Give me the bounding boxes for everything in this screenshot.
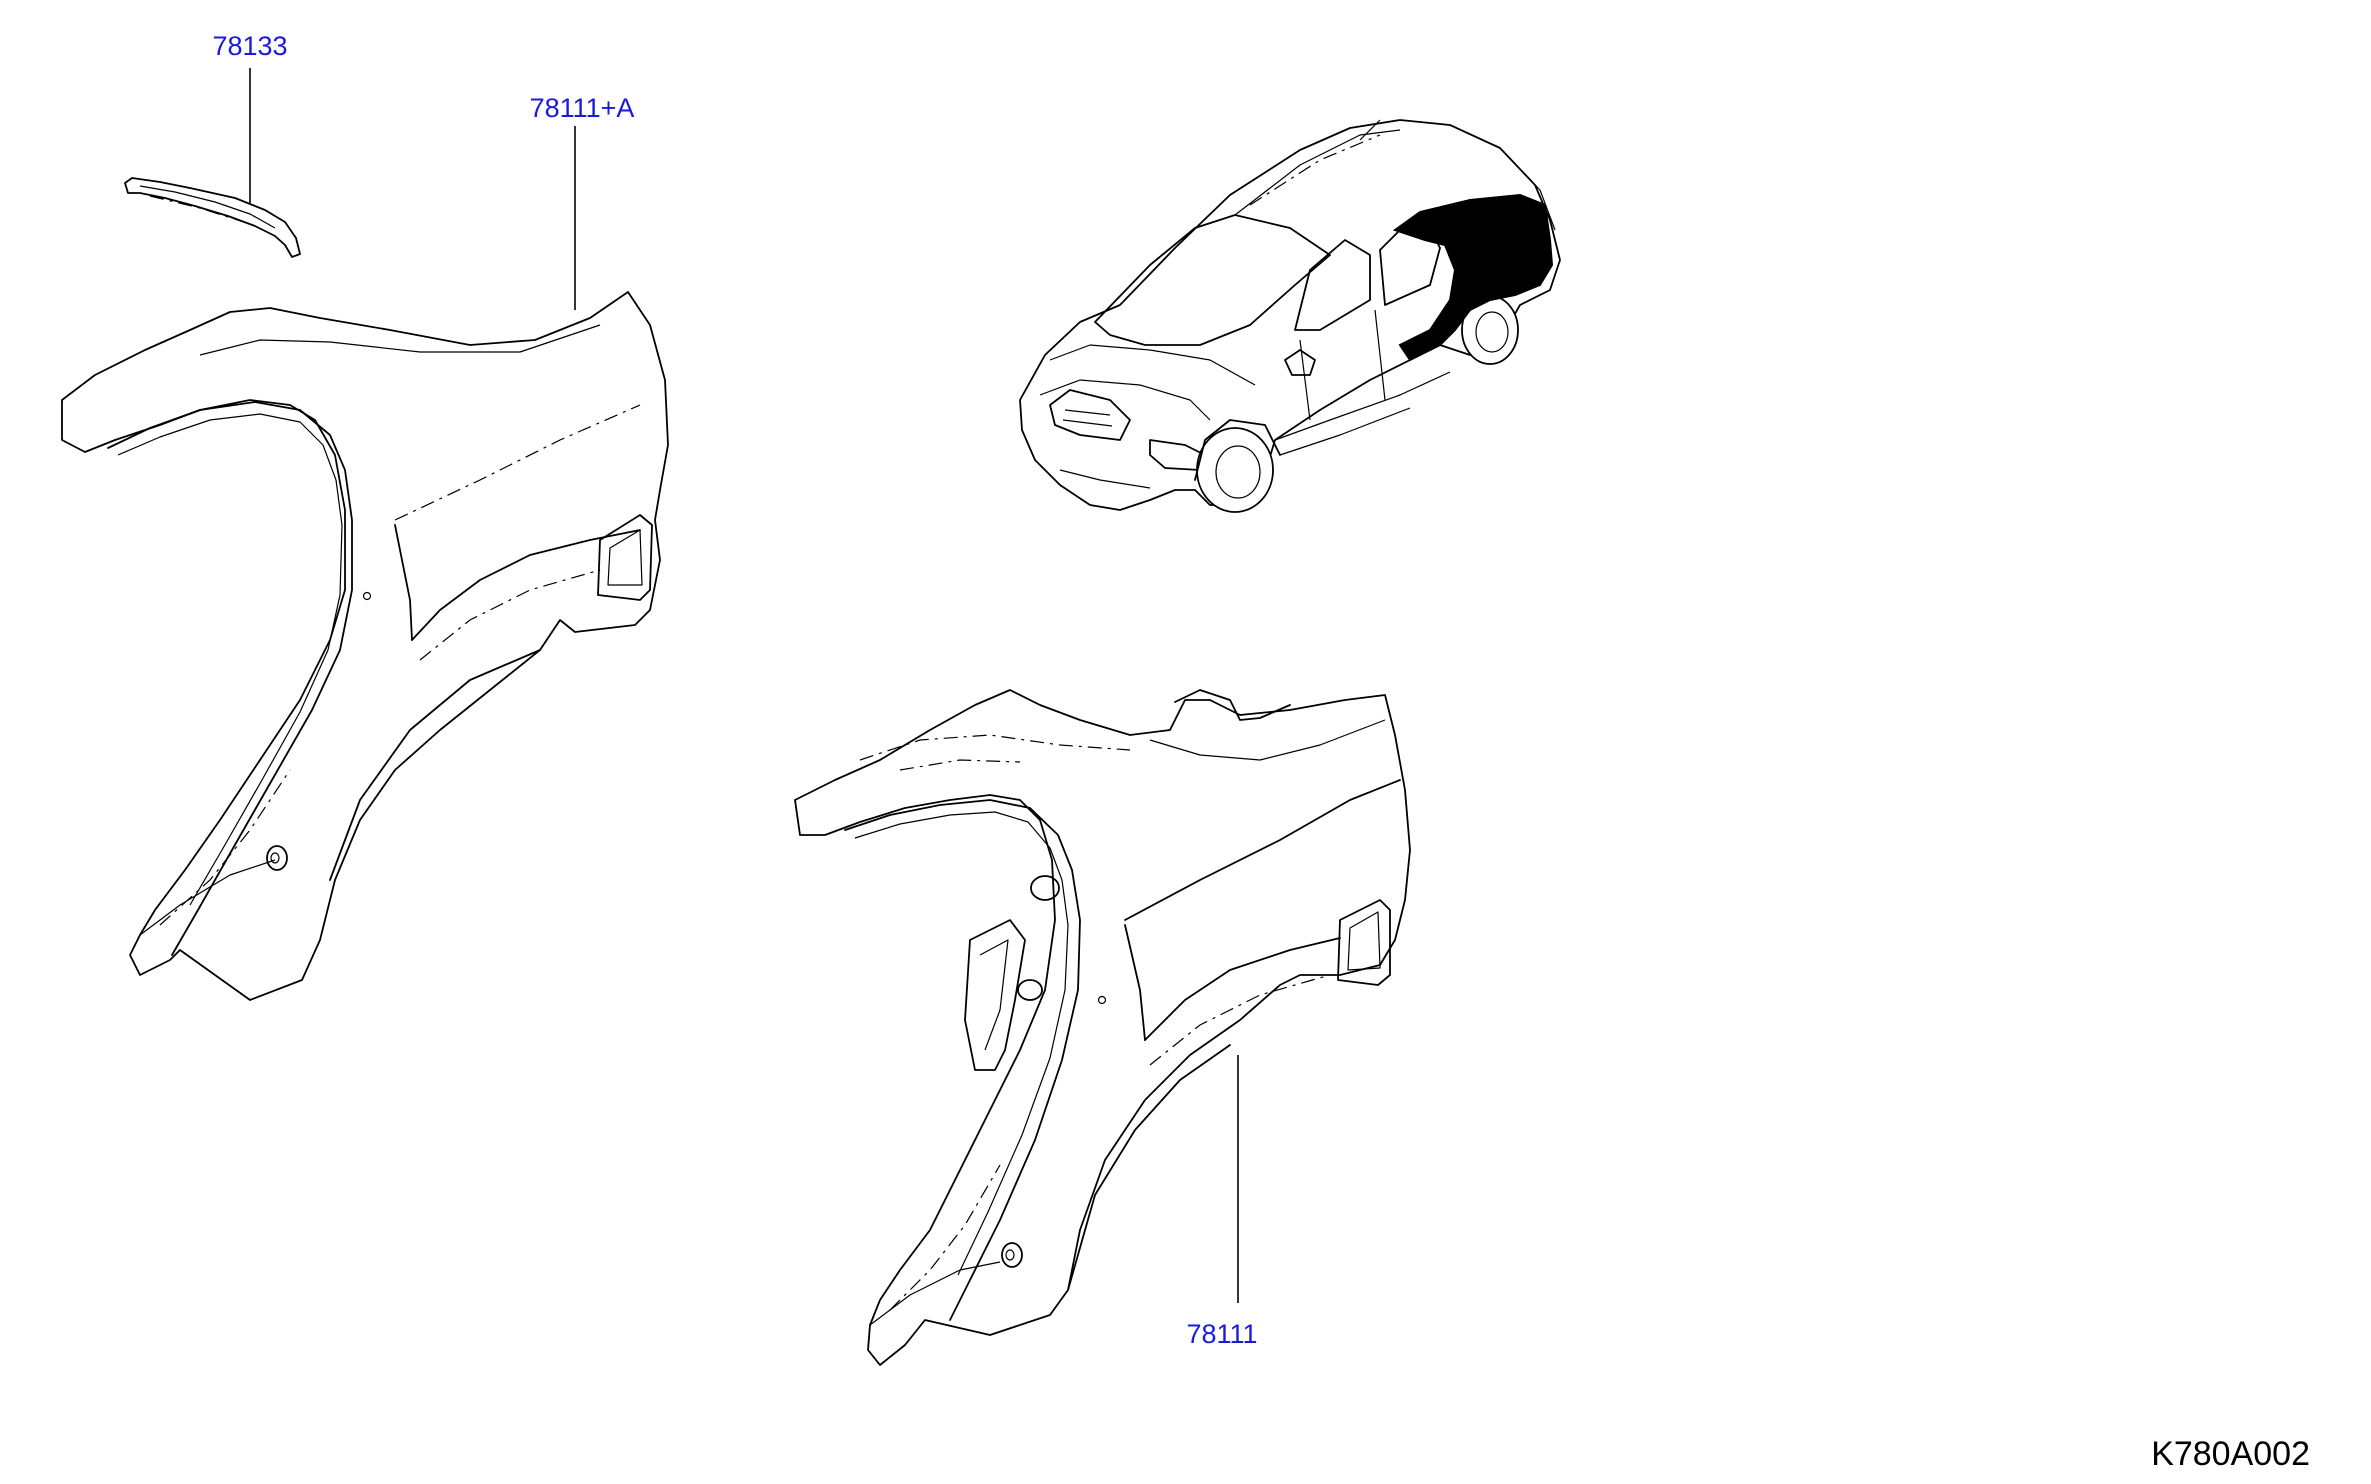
- callout-78133[interactable]: 78133: [212, 31, 287, 61]
- rear-fender-panel-lower-icon[interactable]: [794, 689, 1411, 1366]
- callout-78111[interactable]: 78111: [1186, 1319, 1257, 1349]
- roof-rail-strip-icon[interactable]: [124, 177, 301, 258]
- rear-fender-panel-upper-icon[interactable]: [61, 291, 669, 1001]
- callout-78111a[interactable]: 78111+A: [530, 93, 635, 123]
- diagram-code: K780A002: [2151, 1435, 2310, 1473]
- car-locator-icon: [1019, 119, 1561, 513]
- highlighted-rear-fender-area: [1392, 193, 1554, 362]
